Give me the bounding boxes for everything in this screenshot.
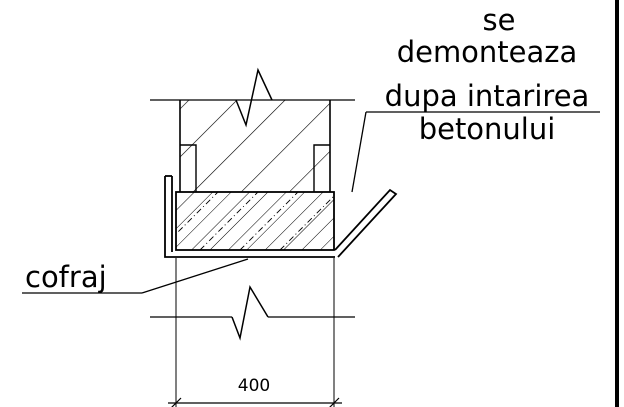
dimension-line xyxy=(168,397,342,407)
formwork-label: cofraj xyxy=(25,260,107,294)
break-line-bottom xyxy=(231,284,269,341)
break-line-top xyxy=(235,67,273,128)
dimension-label: 400 xyxy=(238,376,270,396)
extension-lines xyxy=(175,258,335,407)
formwork-leader xyxy=(22,258,249,294)
note-line-4: betonului xyxy=(419,112,556,146)
formwork xyxy=(164,175,398,258)
upper-wall-section xyxy=(179,95,331,192)
concrete-slab xyxy=(175,191,335,251)
note-line-3: dupa intarirea xyxy=(385,79,590,113)
note-line-1: se xyxy=(483,3,516,37)
note-leader xyxy=(351,111,600,193)
note-line-2: demonteaza xyxy=(397,35,578,69)
